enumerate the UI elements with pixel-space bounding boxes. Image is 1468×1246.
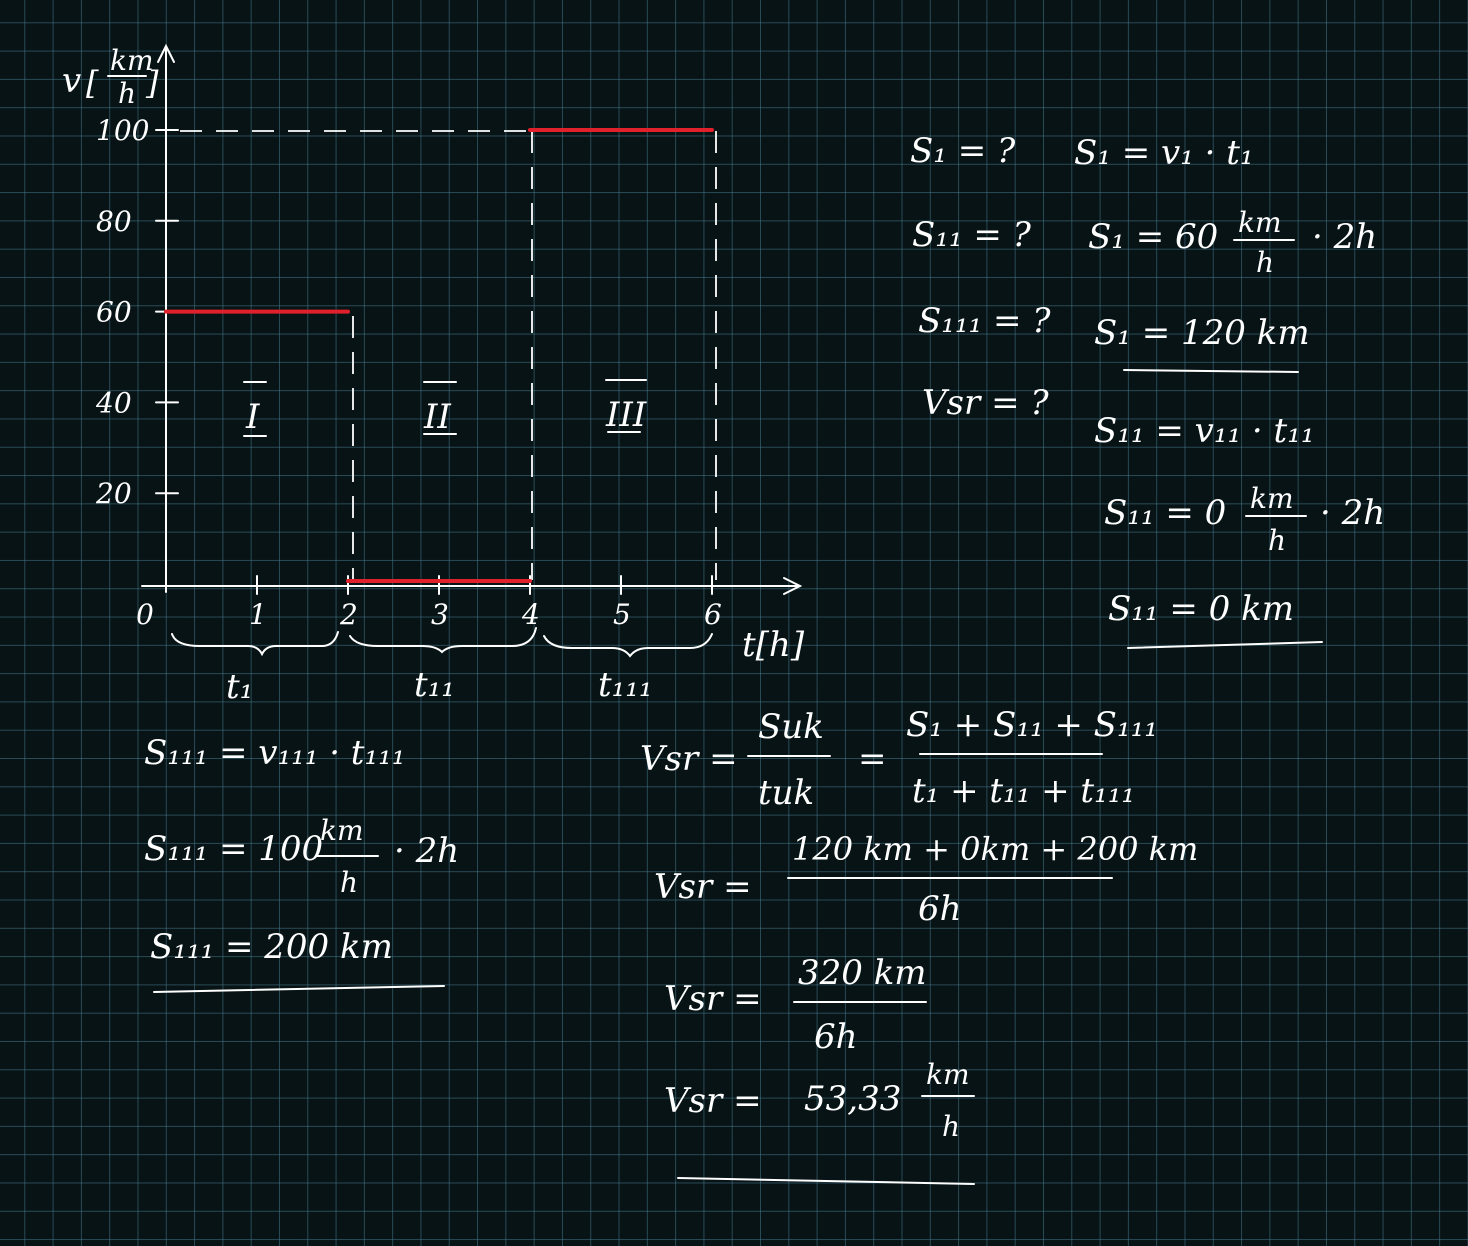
vsr-result-underline — [677, 1177, 975, 1185]
vsr-frac2-den: t₁ + t₁₁ + t₁₁₁ — [912, 771, 1135, 811]
s1-substitution: S₁ = 60 — [1088, 217, 1218, 257]
given-s3: S₁₁₁ = ? — [918, 301, 1051, 341]
s2-substitution: S₁₁ = 0 — [1104, 493, 1226, 533]
brace-t3 — [543, 633, 713, 658]
s3-formula: S₁₁₁ = v₁₁₁ · t₁₁₁ — [144, 733, 405, 773]
brace-t2 — [349, 627, 537, 654]
x-axis-label: t[h] — [742, 625, 805, 665]
x-tick-label: 0 — [136, 598, 154, 631]
vsr-unit-den: h — [942, 1110, 960, 1143]
y-ticks: 100 80 60 40 20 — [95, 114, 179, 510]
y-label-bracket-open: [ — [86, 64, 99, 102]
s3-substitution: S₁₁₁ = 100 — [144, 829, 323, 869]
vsr-lhs-4: Vsr = — [664, 1081, 762, 1121]
given-s1: S₁ = ? — [910, 131, 1016, 171]
calc-vsr: Vsr = Suk tuk = S₁ + S₁₁ + S₁₁₁ t₁ + t₁₁… — [640, 705, 1198, 1185]
vsr-line3-num: 320 km — [798, 953, 927, 993]
numeral-3: III — [605, 395, 647, 435]
vsr-lhs-3: Vsr = — [664, 979, 762, 1019]
time-label-t2: t₁₁ — [414, 665, 455, 705]
s1-formula: S₁ = v₁ · t₁ — [1074, 133, 1254, 173]
vsr-line2-num: 120 km + 0km + 200 km — [792, 830, 1198, 868]
calc-s3: S₁₁₁ = v₁₁₁ · t₁₁₁ S₁₁₁ = 100 km h · 2h … — [144, 733, 459, 993]
s3-time: · 2h — [394, 831, 459, 871]
chart: v [ km h ] 100 80 60 40 20 0 1 2 3 4 5 6 I II III — [62, 43, 805, 707]
vsr-frac1-num: Suk — [758, 707, 824, 747]
given-s2: S₁₁ = ? — [912, 215, 1032, 255]
vsr-value: 53,33 — [804, 1079, 901, 1119]
s1-result-underline — [1123, 369, 1299, 373]
given-vsr: Vsr = ? — [922, 383, 1049, 423]
brace-t1 — [171, 631, 339, 657]
time-label-t3: t₁₁₁ — [598, 665, 653, 705]
calc-s1-s2: S₁ = v₁ · t₁ S₁ = 60 km h · 2h S₁ = 120 … — [1074, 133, 1385, 649]
s1-result: S₁ = 120 km — [1094, 313, 1310, 353]
s2-result-underline — [1127, 641, 1323, 649]
y-tick-label: 100 — [96, 114, 149, 147]
y-label-num: km — [110, 44, 154, 77]
time-label-t1: t₁ — [226, 667, 253, 707]
x-tick-label: 3 — [431, 598, 449, 631]
s2-unit-num: km — [1250, 482, 1294, 515]
numeral-1: I — [245, 397, 260, 437]
s1-unit-den: h — [1256, 246, 1274, 279]
vsr-line2-den: 6h — [918, 889, 962, 929]
x-tick-label: 4 — [521, 598, 540, 631]
y-axis-label: v [ km h ] — [62, 44, 159, 110]
s3-unit-num: km — [320, 814, 364, 847]
y-tick-label: 40 — [95, 386, 132, 419]
vsr-frac2-num: S₁ + S₁₁ + S₁₁₁ — [906, 705, 1158, 745]
vsr-lhs-1: Vsr = — [640, 739, 738, 779]
x-tick-label: 5 — [613, 598, 631, 631]
s2-unit-den: h — [1268, 524, 1286, 557]
segment-numerals: I II III — [243, 379, 647, 437]
s2-result: S₁₁ = 0 km — [1108, 589, 1294, 629]
x-tick-label: 6 — [704, 598, 722, 631]
vsr-line3-den: 6h — [814, 1017, 858, 1057]
vsr-eq: = — [858, 739, 887, 779]
x-axis-arrow — [783, 577, 803, 595]
s3-unit-den: h — [340, 866, 358, 899]
y-tick-label: 60 — [96, 296, 132, 329]
vsr-frac1-den: tuk — [758, 773, 814, 813]
x-ticks: 0 1 2 3 4 5 6 — [136, 575, 722, 631]
y-label-v: v — [62, 61, 81, 101]
velocity-series — [164, 128, 714, 583]
s3-result-underline — [153, 985, 445, 993]
vsr-lhs-2: Vsr = — [654, 867, 752, 907]
y-label-bracket-close: ] — [145, 64, 159, 102]
s1-unit-num: km — [1238, 206, 1282, 239]
s1-time: · 2h — [1312, 217, 1377, 257]
x-tick-label: 2 — [339, 598, 358, 631]
x-tick-label: 1 — [249, 598, 267, 631]
numeral-2: II — [423, 397, 451, 437]
y-axis-arrow — [157, 43, 175, 63]
y-label-den: h — [118, 77, 136, 110]
vsr-unit-num: km — [926, 1058, 970, 1091]
y-tick-label: 20 — [95, 477, 132, 510]
s2-time: · 2h — [1320, 493, 1385, 533]
time-braces — [171, 627, 713, 658]
y-tick-label: 80 — [96, 205, 132, 238]
s2-formula: S₁₁ = v₁₁ · t₁₁ — [1094, 411, 1314, 451]
s3-result: S₁₁₁ = 200 km — [150, 927, 393, 967]
givens: S₁ = ? S₁₁ = ? S₁₁₁ = ? Vsr = ? — [910, 131, 1051, 423]
